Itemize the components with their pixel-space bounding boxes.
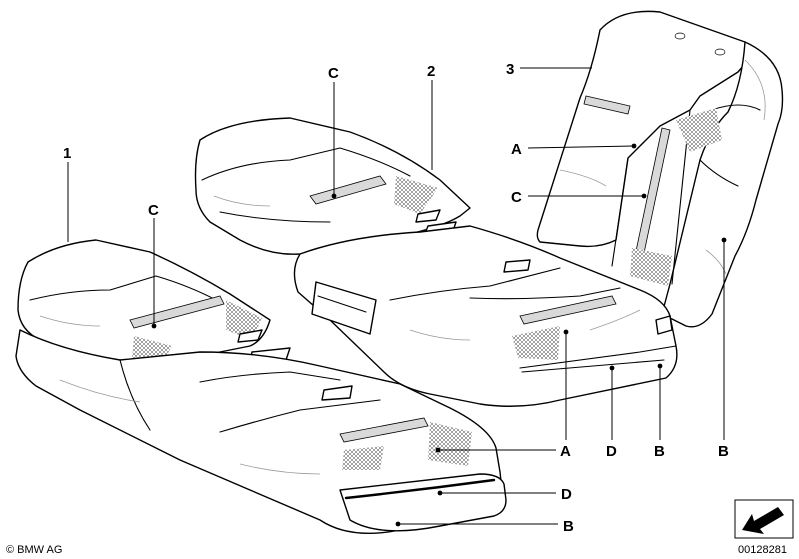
label-c-rear-bench: C <box>328 65 339 82</box>
label-a-backrest: A <box>511 141 522 158</box>
callout-lines <box>67 67 725 525</box>
label-c-backrest: C <box>511 189 522 206</box>
label-b-rear-seat: B <box>654 443 665 460</box>
front-seat-cover <box>15 239 507 534</box>
label-part-1: 1 <box>63 145 71 162</box>
label-d-front-seat: D <box>561 486 572 503</box>
diagram-number: 00128281 <box>738 544 787 556</box>
rear-seat-cushion-cover <box>194 117 678 407</box>
copyright-text: © BMW AG <box>6 544 62 556</box>
backrest-cover <box>536 10 784 328</box>
direction-arrow-icon <box>734 499 794 539</box>
label-part-2: 2 <box>427 63 435 80</box>
label-a-rear-seat: A <box>560 443 571 460</box>
callout-dots <box>151 143 727 527</box>
label-c-front-seat: C <box>148 202 159 219</box>
label-b-backrest: B <box>718 443 729 460</box>
label-b-front-seat: B <box>563 518 574 535</box>
label-d-rear-seat: D <box>606 443 617 460</box>
part-labels: 1 2 3 C C A C A D B B D B <box>63 61 729 535</box>
label-part-3: 3 <box>506 61 514 78</box>
